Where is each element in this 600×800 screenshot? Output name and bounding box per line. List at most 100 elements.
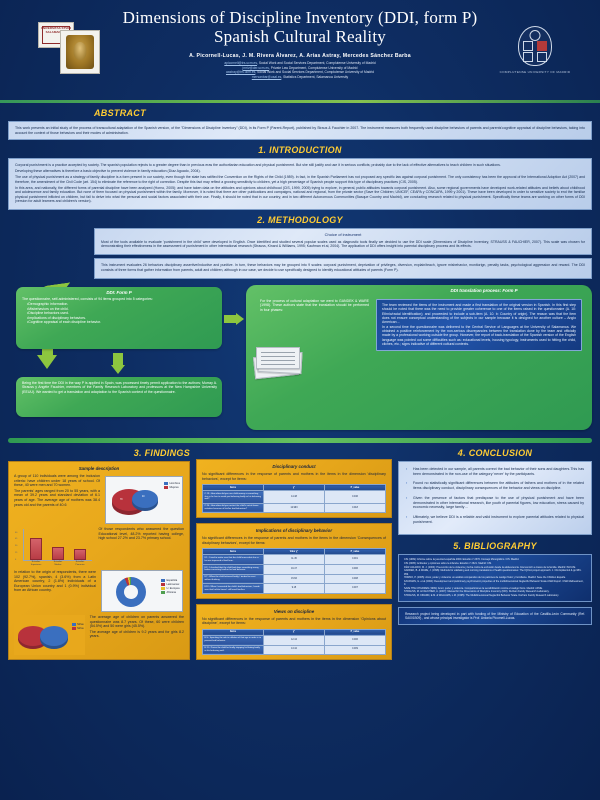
list-item: Found no statistically significant diffe… (406, 481, 584, 490)
methodology-body: Choice of instrument Most of the tools a… (94, 228, 592, 256)
bibliography-entry: SAVE THE CHILDREN (1999): Amor, poder y … (403, 586, 543, 590)
affiliation-row: mersanbar@usal.es, Statistics Department… (0, 75, 600, 80)
lower-columns: 3. FINDINGS Sample description A group o… (0, 446, 600, 661)
title-line-1: Dimensions of Discipline Inventory (DDI,… (122, 8, 478, 27)
author-email-4[interactable]: mersanbar@usal.es (251, 74, 282, 79)
chart-sex-of-children: Niñas Niños (14, 615, 85, 656)
abstract-body: This work presents an initial study of t… (8, 121, 592, 140)
list-item: Cognitive appraisal of each discipline b… (27, 320, 217, 324)
methodology-diagram: DDI: Form P The questionnaire, self-admi… (8, 282, 592, 433)
methodology-instrument-body: This instrument evaluates 26 behaviors d… (94, 258, 592, 280)
implications-table: Items Valor χ² P_value D1.- I tried to m… (202, 548, 386, 594)
list-item: Discipline behaviors used. (27, 311, 217, 315)
complutense-university-logo: COMPLUTENSE UNIVERSITY OF MADRID (498, 26, 572, 74)
sample-text-children-2: The average age of children is 9.2 years… (89, 629, 184, 639)
author-email-1[interactable]: apicornell@trs.ucm.es (224, 61, 257, 65)
bibliography-entry: GANDEK, B. & WARE, J. (1998): Methods fo… (403, 569, 582, 576)
bibliography-heading: 5. BIBLIOGRAPHY (453, 541, 537, 552)
sample-text-2: The parents' ages ranged from 20 to 55 y… (14, 488, 100, 507)
methodology-paragraph-1: Most of the tools available to evaluate … (101, 239, 585, 249)
sample-description-box: Sample description A group of 110 indivi… (8, 461, 190, 661)
page-title: Dimensions of Discipline Inventory (DDI,… (0, 8, 600, 46)
views-on-discipline-box: Views on discipline No significant diffe… (196, 603, 392, 661)
author-email-2[interactable]: jmriv@der.ucm.es (242, 65, 269, 70)
conclusion-box: Has been detected in our sample, all par… (397, 461, 592, 536)
chart-legend: Niñas Niños (71, 623, 84, 631)
methodology-subheading: Choice of instrument (324, 232, 362, 238)
list-item: Implications of disciplinary behaviors. (27, 316, 217, 320)
disciplinary-conduct-title: Disciplinary conduct (272, 464, 316, 470)
implications-title: Implications of disciplinary behavior (255, 528, 333, 534)
intro-paragraph: Corporal punishment is a practice accept… (15, 163, 501, 167)
header-divider (0, 100, 600, 103)
salamanca-university-logo: VNIVERSITAS STVDII SALAMANTINI (38, 22, 100, 74)
sample-text-origin: In relation to the origin of respondents… (14, 570, 96, 593)
bibliography-entry: CIS (1999): Informe sobre la juventud es… (403, 558, 520, 562)
bibliography-entry: KAUFMAN, G. et al (2004): Development an… (403, 579, 584, 587)
views-text: No significant differences in the respon… (202, 616, 386, 626)
bibliography-entry: STRAUSS, M. & FAUCHIER, A. (2007): Manua… (403, 590, 550, 594)
list-item: Misbehaviors on the child. (27, 307, 217, 311)
author-email-3[interactable]: aastray@trs.ucm.es (225, 70, 256, 75)
translation-process-title: DDI translation process: Form P (450, 288, 518, 294)
intro-paragraph: Developing these alternatives is therefo… (15, 169, 201, 174)
findings-tables-column: Disciplinary conduct No significant diff… (196, 446, 392, 661)
ddi-form-p-box: DDI: Form P The questionnaire, self-admi… (16, 287, 222, 350)
views-table: Items χ² P_value E.5.- Spanking the rule… (202, 628, 386, 656)
table-row: D2.- I checked that the child had done s… (202, 564, 386, 575)
poster-header: VNIVERSITAS STVDII SALAMANTINI Dimension… (0, 0, 600, 100)
ddi-form-p-intro: The questionnaire, self-administered, co… (22, 297, 153, 302)
table-row: C.20.- How often did you restrict the ch… (202, 502, 386, 514)
table-header-row: Items Valor χ² P_value (202, 548, 386, 556)
sample-text-children: The average age of children on parents a… (89, 615, 184, 629)
table-row: D1.- I tried to make sure that the child… (202, 554, 386, 565)
implications-text: No significant differences in the respon… (202, 536, 386, 545)
translation-process-body: The team reviewed the items of the instr… (376, 299, 582, 351)
bibliography-box: CIS (1999): Informe sobre la juventud es… (397, 554, 592, 602)
affiliation-row: jmriv@der.ucm.es, Private Law Department… (0, 66, 600, 71)
sample-text-1: A group of 110 individuals were among th… (14, 474, 100, 488)
column-header-p: P_value (323, 628, 386, 636)
documents-icon (252, 347, 304, 381)
methodology-heading: 2. METHODOLOGY (257, 215, 343, 226)
bibliography-entry: CIS (2005): Actitudes y opiniones sobre … (403, 562, 492, 566)
bibliography-entry: HORNO, P. (2005): Amor, poder y violenci… (403, 576, 566, 580)
affiliation-row: aastray@trs.ucm.es, Social Work and Soci… (0, 70, 600, 75)
salamanca-logo-text: VNIVERSITAS STVDII SALAMANTINI (40, 26, 72, 34)
funding-note: Research project being developed in part… (397, 606, 592, 626)
ddi-application-text: Being the first time the DDI in the way … (22, 381, 217, 394)
pie-value-label-women: 70 (120, 499, 123, 502)
salamanca-medal-plate (60, 30, 100, 74)
list-item: Has been detected in our sample, all par… (406, 467, 584, 476)
disciplinary-conduct-table: Items χ² P_value C.13.- How often did yo… (202, 484, 386, 514)
disciplinary-conduct-box: Disciplinary conduct No significant diff… (196, 459, 392, 519)
ucm-logo-caption: COMPLUTENSE UNIVERSITY OF MADRID (499, 70, 571, 74)
table-row: D7.- When the child behaved badly, I ten… (202, 573, 386, 585)
list-item: Ultimately, we believe DDI is a reliable… (406, 515, 584, 524)
column-header-p: P_value (323, 548, 386, 556)
abstract-section: ABSTRACT This work presents an initial s… (0, 108, 600, 140)
table-row: D12.- When I corrected the child's bad b… (202, 583, 386, 594)
chart-origin-of-respondents: Española Latinoamer. U. Europea Africana (101, 570, 183, 613)
table-header-row: Items χ² P_value (202, 628, 386, 636)
author-dept-1: , Social Work and Social Services Depart… (256, 61, 376, 65)
disciplinary-conduct-text: No significant differences in the respon… (202, 472, 386, 481)
introduction-body: Corporal punishment is a practice accept… (8, 158, 592, 211)
pie-value-label-men: 40 (142, 496, 145, 499)
methodology-paragraph-2: This instrument evaluates 26 behaviors d… (101, 263, 585, 272)
findings-divider (8, 438, 592, 444)
views-title: Views on discipline (273, 608, 315, 614)
medal-icon (66, 35, 94, 69)
translation-paragraph-2: In a second time the questionnaire was d… (382, 324, 576, 347)
intro-paragraph: The use of physical punishment as a stra… (15, 175, 585, 184)
findings-column: 3. FINDINGS Sample description A group o… (8, 446, 190, 661)
translation-paragraph-1: The team reviewed the items of the instr… (382, 303, 576, 325)
conclusion-column: 4. CONCLUSION Has been detected in our s… (397, 446, 592, 660)
ddi-form-p-items: Demographic information. Misbehaviors on… (22, 302, 217, 324)
ddi-application-box: Being the first time the DDI in the way … (16, 377, 222, 418)
author-dept-4: , Statistics Department, Salamanca Unive… (281, 74, 349, 79)
table-row: E.5.- Spanking the rule to children of t… (202, 635, 386, 646)
author-dept-3: , Social Work and Social Services Depart… (255, 70, 375, 75)
table-row: E.11.- Praise the child for finally stop… (202, 644, 386, 656)
